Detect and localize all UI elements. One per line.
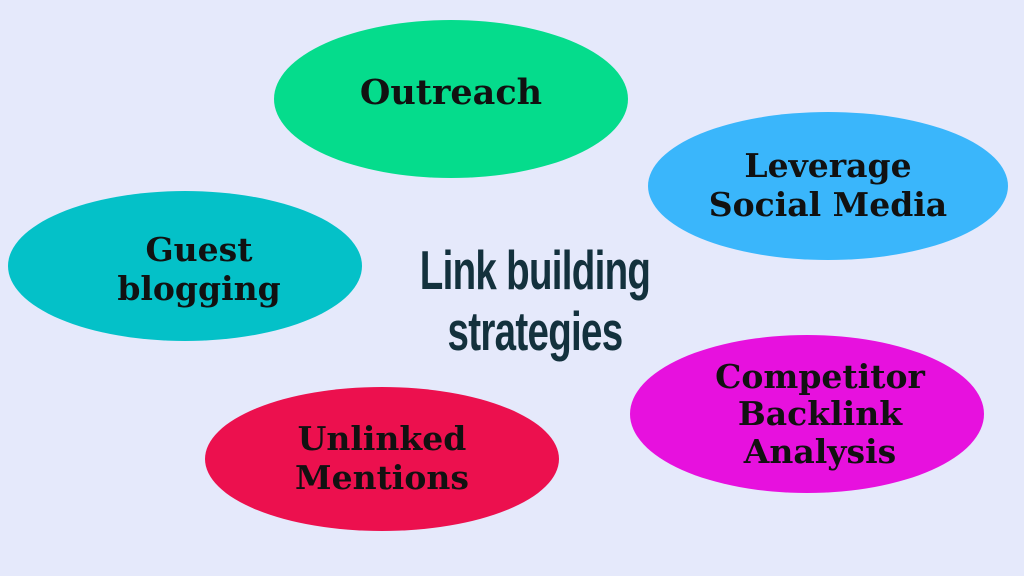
- label-line: Competitor: [715, 356, 925, 396]
- ellipse-leverage-social-media-label: Leverage Social Media: [708, 146, 948, 225]
- label-line: Analysis: [743, 431, 897, 471]
- ellipse-outreach-label: Outreach: [360, 72, 542, 113]
- label-line: Social Media: [708, 185, 948, 224]
- ellipse-guest-blogging-label: Guest blogging: [117, 230, 281, 309]
- label-line: Guest: [145, 230, 253, 270]
- ellipse-outreach: Outreach: [274, 20, 628, 178]
- ellipse-competitor-backlink-analysis: Competitor Backlink Analysis: [630, 335, 984, 493]
- ellipse-leverage-social-media: Leverage Social Media: [648, 112, 1008, 260]
- diagram-title-line: Link building: [419, 239, 651, 301]
- label-line: Mentions: [295, 458, 469, 497]
- ellipse-unlinked-mentions: Unlinked Mentions: [205, 387, 559, 531]
- label-line: Outreach: [359, 72, 543, 114]
- ellipse-competitor-backlink-analysis-label: Competitor Backlink Analysis: [715, 356, 925, 471]
- ellipse-guest-blogging: Guest blogging: [8, 191, 362, 341]
- label-line: blogging: [117, 269, 281, 308]
- label-line: Backlink: [737, 394, 903, 434]
- ellipse-unlinked-mentions-label: Unlinked Mentions: [295, 419, 469, 498]
- label-line: Leverage: [744, 146, 912, 186]
- diagram-title-line: strategies: [447, 300, 624, 362]
- label-line: Unlinked: [297, 419, 467, 459]
- diagram-title: Link building strategies: [413, 240, 658, 362]
